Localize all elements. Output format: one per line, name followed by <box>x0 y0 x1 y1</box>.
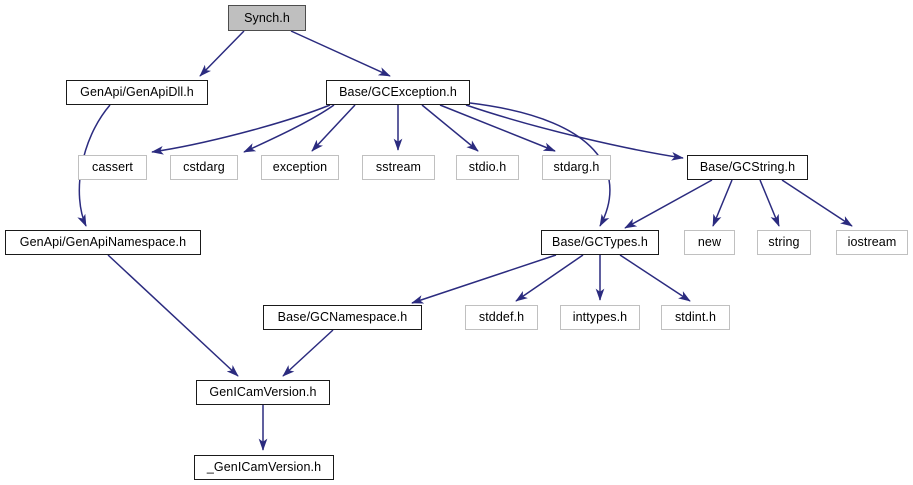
node-gcstring[interactable]: Base/GCString.h <box>687 155 808 180</box>
edge-gcnamespace-to-genicamversion <box>282 329 334 377</box>
node-label: iostream <box>847 235 897 250</box>
edge-gcexception-to-stdio <box>421 104 479 152</box>
edge-gcstring-to-iostream <box>781 179 853 227</box>
node-label: GenApi/GenApiDll.h <box>80 85 194 100</box>
node-_genicamversion[interactable]: _GenICamVersion.h <box>194 455 334 480</box>
node-gcnamespace[interactable]: Base/GCNamespace.h <box>263 305 422 330</box>
edge-gctypes-to-gcnamespace <box>411 254 557 304</box>
edge-gcexception-to-gcstring <box>465 104 684 161</box>
node-stdio[interactable]: stdio.h <box>456 155 519 180</box>
node-cstdarg[interactable]: cstdarg <box>170 155 238 180</box>
node-label: stdio.h <box>468 160 507 175</box>
node-label: inttypes.h <box>572 310 628 325</box>
edge-synch-to-gcexception <box>290 30 391 77</box>
edge-genapinamespace-to-genicamversion <box>107 254 239 377</box>
node-exception[interactable]: exception <box>261 155 339 180</box>
edge-gctypes-to-stdint <box>619 254 691 302</box>
node-label: GenICamVersion.h <box>209 385 317 400</box>
node-label: exception <box>272 160 328 175</box>
node-inttypes[interactable]: inttypes.h <box>560 305 640 330</box>
node-cassert[interactable]: cassert <box>78 155 147 180</box>
edge-gcexception-to-stdarg <box>439 104 556 152</box>
node-sstream[interactable]: sstream <box>362 155 435 180</box>
node-label: new <box>697 235 722 250</box>
edge-gcstring-to-new <box>712 179 733 227</box>
node-gcexception[interactable]: Base/GCException.h <box>326 80 470 105</box>
node-label: _GenICamVersion.h <box>206 460 322 475</box>
node-stddef[interactable]: stddef.h <box>465 305 538 330</box>
node-label: Base/GCException.h <box>339 85 457 100</box>
node-genapidll[interactable]: GenApi/GenApiDll.h <box>66 80 208 105</box>
node-label: cstdarg <box>183 160 225 175</box>
node-gctypes[interactable]: Base/GCTypes.h <box>541 230 659 255</box>
node-label: stdint.h <box>674 310 717 325</box>
edge-synch-to-genapidll <box>199 30 245 77</box>
node-iostream[interactable]: iostream <box>836 230 908 255</box>
edge-gcstring-to-string <box>759 179 780 227</box>
node-label: GenApi/GenApiNamespace.h <box>19 235 187 250</box>
node-synch[interactable]: Synch.h <box>228 5 306 31</box>
edge-gcexception-to-cassert <box>151 104 331 155</box>
node-label: sstream <box>375 160 422 175</box>
edge-gctypes-to-stddef <box>515 254 584 302</box>
node-genicamversion[interactable]: GenICamVersion.h <box>196 380 330 405</box>
node-label: Synch.h <box>244 10 290 25</box>
edge-gcexception-to-exception <box>311 104 356 152</box>
node-label: string <box>768 235 800 250</box>
node-genapinamespace[interactable]: GenApi/GenApiNamespace.h <box>5 230 201 255</box>
node-new[interactable]: new <box>684 230 735 255</box>
node-string[interactable]: string <box>757 230 811 255</box>
node-label: cassert <box>92 160 133 175</box>
node-stdint[interactable]: stdint.h <box>661 305 730 330</box>
node-label: Base/GCTypes.h <box>552 235 648 250</box>
node-label: stdarg.h <box>553 160 600 175</box>
edge-gcstring-to-gctypes <box>624 179 713 229</box>
node-label: Base/GCString.h <box>699 160 796 175</box>
edge-gcexception-to-cstdarg <box>243 104 335 153</box>
node-label: stddef.h <box>478 310 525 325</box>
node-label: Base/GCNamespace.h <box>277 310 408 325</box>
node-stdarg[interactable]: stdarg.h <box>542 155 611 180</box>
